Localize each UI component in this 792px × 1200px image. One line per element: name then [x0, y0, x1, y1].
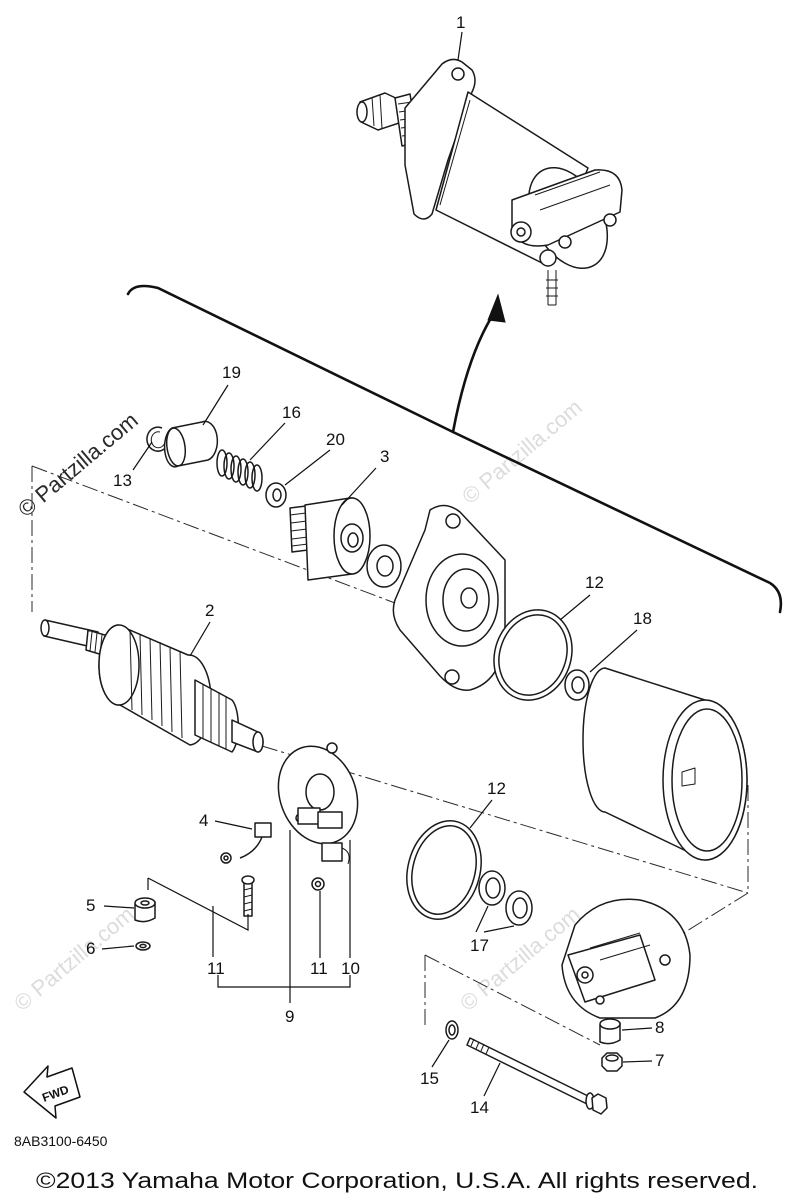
callout-13: 13 — [113, 471, 132, 490]
o-ring-upper — [493, 609, 573, 701]
callout-8: 8 — [655, 1018, 664, 1037]
callout-16: 16 — [282, 403, 301, 422]
callout-4: 4 — [199, 811, 208, 830]
watermark-left: © Partzilla.com — [13, 407, 143, 521]
rear-cover — [561, 898, 691, 1019]
watermark-middle: © Partzilla.com — [457, 394, 587, 508]
callout-14: 14 — [470, 1098, 489, 1117]
callout-labels: 1 19 16 20 3 13 2 12 18 12 4 5 6 11 11 1… — [86, 13, 664, 1117]
copyright-notice: ©2013 Yamaha Motor Corporation, U.S.A. A… — [36, 1168, 758, 1193]
callout-10: 10 — [341, 959, 360, 978]
screw-brush — [241, 875, 255, 917]
o-ring-bolt — [445, 1020, 459, 1040]
washer-yoke — [564, 669, 590, 701]
callout-17: 17 — [470, 936, 489, 955]
leader-lines — [101, 31, 653, 1097]
brush — [321, 842, 350, 865]
front-cover — [392, 504, 506, 691]
callout-3: 3 — [380, 447, 389, 466]
grommet-terminal — [599, 1018, 621, 1045]
callout-15: 15 — [420, 1069, 439, 1088]
brush-lead — [220, 822, 272, 864]
assembly-arrowhead — [487, 293, 506, 323]
washer-set — [478, 870, 533, 926]
washer-grommet — [135, 941, 151, 951]
callout-9: 9 — [285, 1007, 294, 1026]
callout-20: 20 — [326, 430, 345, 449]
grommet — [134, 897, 156, 923]
clutch-pinion — [289, 497, 371, 581]
watermark-lower-left: © Partzilla.com — [9, 901, 139, 1015]
collar — [163, 420, 219, 468]
callout-18: 18 — [633, 609, 652, 628]
nut-terminal — [601, 1052, 623, 1072]
washer-pinion — [366, 544, 402, 588]
armature — [40, 619, 264, 753]
forward-direction-arrow: FWD — [23, 1065, 81, 1119]
assembly-bracket — [126, 284, 783, 614]
through-bolt — [466, 1037, 608, 1115]
callout-2: 2 — [205, 601, 214, 620]
washer-small — [265, 482, 287, 508]
callout-5: 5 — [86, 896, 95, 915]
drawing-code: 8AB3100-6450 — [14, 1133, 108, 1149]
callout-11-right: 11 — [310, 959, 328, 978]
callout-7: 7 — [655, 1051, 664, 1070]
nut-brush — [311, 877, 325, 891]
callout-11-left: 11 — [207, 959, 225, 978]
brush-plate — [277, 742, 359, 845]
starter-motor-assembly — [356, 58, 623, 306]
callout-12-upper: 12 — [585, 573, 604, 592]
watermarks: © Partzilla.com © Partzilla.com © Partzi… — [9, 394, 587, 1015]
callout-19: 19 — [222, 363, 241, 382]
o-ring-lower — [406, 820, 482, 920]
callout-6: 6 — [86, 939, 95, 958]
yoke — [582, 667, 748, 861]
callout-1: 1 — [456, 13, 465, 32]
spring — [216, 449, 263, 492]
callout-12-lower: 12 — [487, 779, 506, 798]
circlip — [146, 426, 169, 452]
